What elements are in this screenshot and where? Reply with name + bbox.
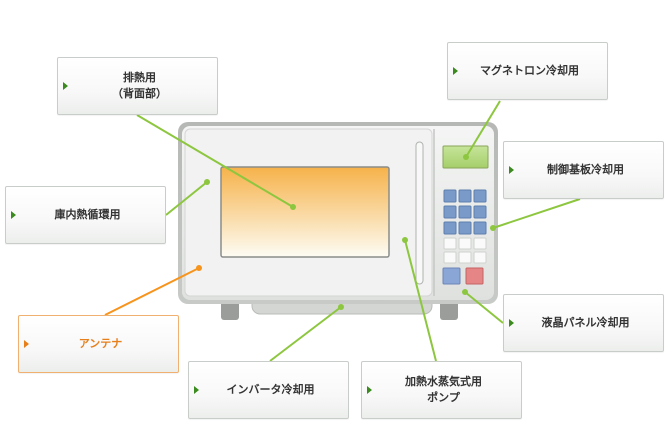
keypad-key-blue [473,189,487,203]
leader-pump [404,239,437,362]
keypad-key-white [458,251,472,264]
keypad-key-blue [443,189,457,203]
leader-magnetron [465,100,501,158]
leader-inverter [269,306,342,362]
keypad-key-blue [473,221,487,235]
keypad-key-white [458,237,472,250]
keypad-key-blue [458,221,472,235]
leader-lcd-dot [462,289,468,295]
callout-lcd-panel: 液晶パネル冷却用 [503,294,664,352]
leader-lines [104,100,581,362]
bullet-marker [509,319,514,327]
leader-antenna [104,267,200,316]
leader-chamber [165,181,208,216]
bullet-marker [509,166,514,174]
keypad-key-blue [473,205,487,219]
callout-label: 加熱水蒸気式用 ポンプ [405,375,482,404]
keypad [442,189,487,285]
left-foot [221,300,239,320]
keypad-key-white [443,251,457,264]
leader-inverter-dot [338,304,344,310]
leader-control [492,198,581,229]
keypad-key-blue [443,205,457,219]
bullet-marker [367,386,372,394]
keypad-key-white [473,251,487,264]
right-foot [440,300,458,320]
callout-label: 排熱用 （背面部） [112,71,167,100]
callout-label: 制御基板冷却用 [547,163,624,177]
leader-antenna-dot [196,265,202,271]
keypad-key-white [473,237,487,250]
leader-exhaust-dot [290,204,296,210]
callout-magnetron: マグネトロン冷却用 [447,42,608,100]
leader-lcd [464,291,504,324]
callout-label: インバータ冷却用 [226,383,315,397]
callout-chamber: 庫内熱循環用 [5,186,166,244]
leader-chamber-dot [204,179,210,185]
bullet-marker [24,340,29,348]
start-button [442,267,461,285]
keypad-key-blue [443,221,457,235]
callout-pump: 加熱水蒸気式用 ポンプ [361,361,522,419]
leader-control-dot [490,225,496,231]
callout-inverter: インバータ冷却用 [188,361,349,419]
callout-control-board: 制御基板冷却用 [503,141,664,199]
callout-label: 庫内熱循環用 [54,208,121,222]
callout-exhaust: 排熱用 （背面部） [57,57,218,115]
leader-magnetron-dot [463,154,469,160]
callout-label: 液晶パネル冷却用 [541,316,630,330]
bullet-marker [11,211,16,219]
keypad-key-blue [458,189,472,203]
keypad-key-blue [458,205,472,219]
callout-label: マグネトロン冷却用 [480,64,579,78]
keypad-key-white [443,237,457,250]
bullet-marker [63,82,68,90]
leader-pump-dot [402,237,408,243]
callout-antenna: アンテナ [18,315,179,373]
bullet-marker [453,67,458,75]
stop-button [465,267,484,285]
door-handle [415,141,424,285]
leader-exhaust [136,114,294,208]
bullet-marker [194,386,199,394]
callout-label: アンテナ [78,337,123,351]
